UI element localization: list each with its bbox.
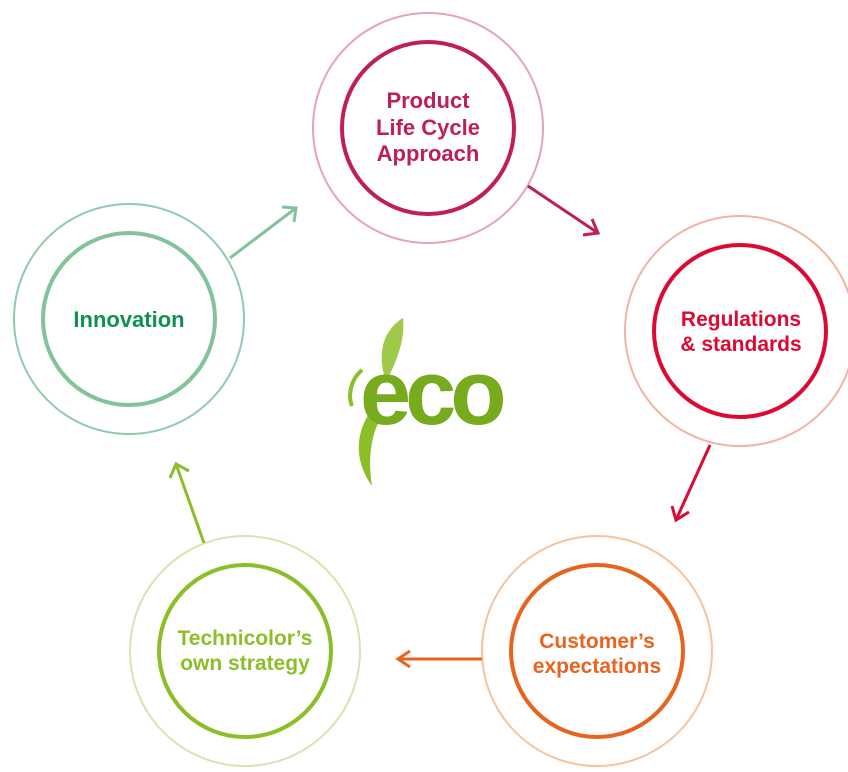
arrow-regulations-to-customer <box>670 444 712 523</box>
product-inner-circle <box>340 40 516 216</box>
node-label-product: Product Life Cycle Approach <box>376 88 480 167</box>
regulations-outer-ring <box>624 215 848 447</box>
regulations-inner-circle <box>652 243 828 419</box>
customer-outer-ring <box>481 535 713 767</box>
customer-inner-circle <box>509 563 685 739</box>
technicolor-inner-circle <box>157 563 333 739</box>
node-label-technicolor: Technicolor’s own strategy <box>177 626 313 675</box>
arrow-product-to-regulations <box>527 184 601 237</box>
node-label-customer: Customer’s expectations <box>532 629 662 678</box>
arrow-innovation-to-product <box>229 205 298 260</box>
arrow-customer-to-technicolor <box>395 649 482 669</box>
technicolor-outer-ring <box>129 535 361 767</box>
innovation-inner-circle <box>41 231 217 407</box>
eco-logo-text: eco <box>360 342 503 444</box>
product-outer-ring <box>312 12 544 244</box>
arrow-technicolor-to-innovation <box>168 461 206 544</box>
node-label-innovation: Innovation <box>73 306 185 332</box>
innovation-outer-ring <box>13 203 245 435</box>
eco-leaf-icon <box>348 318 404 486</box>
node-label-regulations: Regulations & standards <box>680 307 802 356</box>
